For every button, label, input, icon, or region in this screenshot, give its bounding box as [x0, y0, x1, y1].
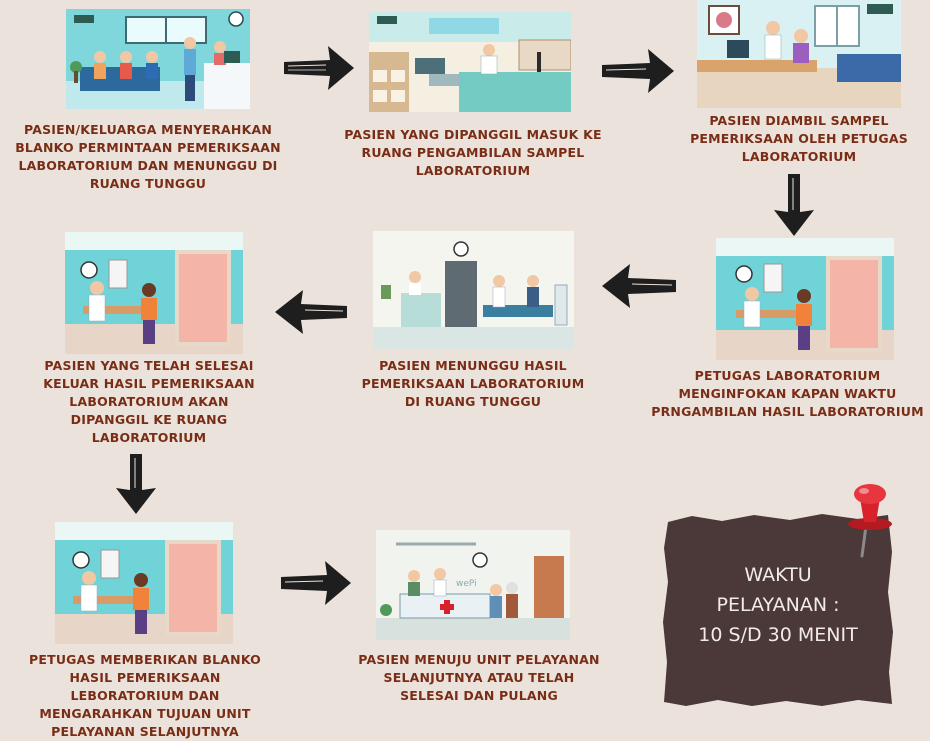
step-5-caption: PASIEN MENUNGGU HASIL PEMERIKSAAN LABORA… — [361, 358, 585, 409]
step-2-caption: PASIEN YANG DIPANGGIL MASUK KE RUANG PEN… — [344, 127, 602, 178]
step-1-caption: PASIEN/KELUARGA MENYERAHKAN BLANKO PERMI… — [15, 122, 281, 191]
illustration-result-handover — [55, 522, 233, 644]
illustration-called-to-lab — [65, 232, 243, 354]
push-pin-icon — [840, 480, 896, 558]
illustration-waiting-room — [373, 231, 574, 349]
hand-drawn-arrow-icon — [112, 452, 160, 516]
step-4-caption: PETUGAS LABORATORIUM MENGINFOKAN KAPAN W… — [651, 368, 924, 419]
step-7-caption: PETUGAS MEMBERIKAN BLANKO HASIL PEMERIKS… — [29, 652, 261, 739]
illustration-reception-desk: wePi — [376, 530, 570, 640]
step-8-caption: PASIEN MENUJU UNIT PELAYANAN SELANJUTNYA… — [358, 652, 600, 703]
illustration-watermark: wePi — [456, 579, 477, 589]
hand-drawn-arrow-icon — [279, 556, 353, 610]
service-time-text: WAKTU PELAYANAN : 10 S/D 30 MENIT — [698, 564, 858, 646]
hand-drawn-arrow-icon — [600, 43, 676, 99]
hand-drawn-arrow-icon — [282, 40, 356, 96]
hand-drawn-arrow-icon — [273, 284, 349, 340]
hand-drawn-arrow-icon — [770, 172, 818, 238]
step-3-caption: PASIEN DIAMBIL SAMPEL PEMERIKSAAN OLEH P… — [690, 113, 908, 164]
hand-drawn-arrow-icon — [600, 258, 678, 314]
illustration-waiting-room-reception — [66, 9, 250, 109]
illustration-doctor-consultation — [697, 0, 901, 108]
service-time-note: WAKTU PELAYANAN : 10 S/D 30 MENIT — [662, 512, 894, 708]
illustration-lab-staff-informing — [716, 238, 894, 360]
illustration-sample-collection-room — [369, 12, 571, 112]
step-6-caption: PASIEN YANG TELAH SELESAI KELUAR HASIL P… — [43, 358, 255, 445]
